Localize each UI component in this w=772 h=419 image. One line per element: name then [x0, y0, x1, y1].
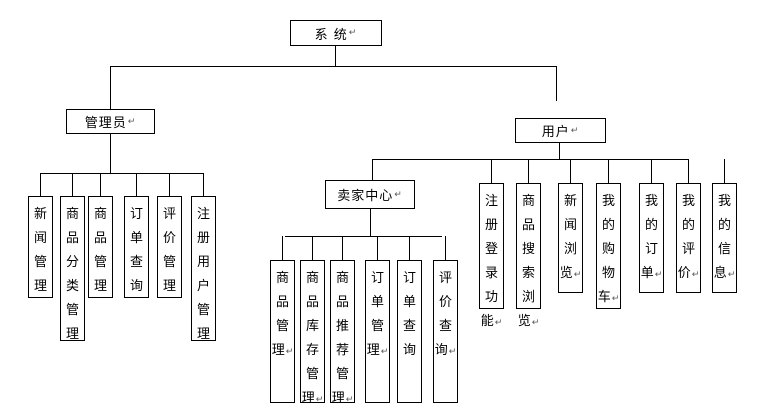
user-leaf-label: 商品搜索浏览↵ — [517, 194, 540, 329]
admin-leaf-node: 商品管理 — [88, 196, 113, 298]
user-leaf-node: 新闻浏览↵ — [558, 183, 583, 293]
seller-leaf-label: 商品管理↵ — [271, 271, 294, 358]
user-leaf-label: 我的订单↵ — [640, 194, 663, 281]
connector-line — [372, 159, 373, 180]
connector-line — [169, 173, 170, 196]
seller-leaf-label: 商品推荐管理↵ — [331, 271, 354, 406]
connector-line — [40, 173, 41, 196]
connector-line — [372, 159, 689, 160]
user-leaf-mark: ↵ — [494, 318, 503, 328]
admin-leaf-node: 商品分类管理 — [60, 196, 85, 342]
seller-leaf-mark: ↵ — [345, 395, 354, 405]
user-leaf-mark: ↵ — [654, 270, 663, 280]
seller-center-node: 卖家中心↵ — [325, 180, 415, 209]
admin-node: 管理员↵ — [66, 109, 155, 134]
user-leaf-node: 商品搜索浏览↵ — [516, 183, 541, 329]
user-leaf-label: 我的购物车↵ — [597, 194, 620, 305]
user-leaf-mark: ↵ — [531, 318, 540, 328]
admin-leaf-label: 新闻管理 — [33, 207, 47, 294]
connector-line — [556, 66, 557, 101]
seller-leaf-mark: ↵ — [285, 347, 294, 357]
connector-line — [285, 236, 442, 237]
user-leaf-label: 注册登录功能↵ — [480, 194, 503, 329]
user-leaf-mark: ↵ — [727, 270, 736, 280]
user-leaf-mark: ↵ — [573, 270, 582, 280]
connector-line — [342, 236, 343, 260]
connector-line — [724, 159, 725, 183]
seller-leaf-node: 商品推荐管理↵ — [330, 260, 355, 406]
connector-line — [72, 173, 73, 196]
connector-line — [651, 159, 652, 183]
user-node: 用户↵ — [515, 118, 606, 143]
connector-line — [110, 134, 111, 174]
connector-line — [203, 173, 204, 196]
connector-line — [282, 236, 283, 260]
connector-line — [377, 236, 378, 260]
connector-line — [688, 159, 689, 183]
connector-line — [335, 46, 336, 67]
connector-line — [312, 236, 313, 260]
admin-node-mark: ↵ — [127, 116, 137, 127]
connector-line — [491, 159, 492, 183]
connector-line — [409, 236, 410, 260]
connector-line — [570, 159, 571, 183]
user-leaf-node: 我的信息↵ — [712, 183, 737, 293]
user-leaf-mark: ↵ — [611, 294, 620, 304]
admin-leaf-label: 订单查询 — [129, 207, 143, 294]
connector-line — [608, 159, 609, 183]
connector-line — [41, 173, 203, 174]
admin-leaf-node: 注册用户管理 — [191, 196, 216, 342]
connector-line — [136, 173, 137, 196]
root-node-label: 系 统 — [314, 27, 348, 43]
user-leaf-node: 我的购物车↵ — [596, 183, 621, 309]
admin-leaf-node: 评价管理 — [157, 196, 182, 298]
root-node-mark: ↵ — [348, 28, 358, 38]
connector-line — [110, 66, 111, 109]
admin-leaf-label: 注册用户管理 — [196, 207, 210, 342]
connector-line — [445, 236, 446, 260]
seller-leaf-node: 订单管理↵ — [365, 260, 390, 403]
seller-leaf-mark: ↵ — [315, 395, 324, 405]
root-node: 系 统↵ — [290, 20, 382, 46]
seller-leaf-label: 评价查询↵ — [434, 271, 457, 358]
seller-leaf-node: 商品库存管理↵ — [300, 260, 325, 406]
seller-leaf-node: 商品管理↵ — [270, 260, 295, 403]
connector-line — [110, 66, 557, 67]
seller-leaf-mark: ↵ — [380, 347, 389, 357]
admin-leaf-node: 订单查询 — [124, 196, 149, 298]
admin-leaf-label: 商品管理 — [93, 207, 107, 294]
user-leaf-node: 注册登录功能↵ — [479, 183, 504, 329]
seller-leaf-node: 订单查询 — [397, 260, 422, 403]
seller-center-mark: ↵ — [394, 189, 403, 200]
user-node-label: 用户 — [541, 125, 570, 140]
admin-leaf-node: 新闻管理 — [28, 196, 53, 298]
user-leaf-label: 新闻浏览↵ — [559, 194, 582, 281]
admin-leaf-label: 评价管理 — [162, 207, 176, 294]
connector-line — [370, 209, 371, 236]
user-leaf-node: 我的订单↵ — [639, 183, 664, 293]
admin-node-label: 管理员 — [84, 116, 127, 131]
seller-leaf-mark: ↵ — [448, 347, 457, 357]
seller-leaf-label: 订单管理↵ — [366, 271, 389, 358]
seller-leaf-node: 评价查询↵ — [433, 260, 458, 403]
seller-leaf-label: 商品库存管理↵ — [301, 271, 324, 406]
connector-line — [528, 159, 529, 183]
connector-line — [559, 143, 560, 159]
user-leaf-mark: ↵ — [691, 270, 700, 280]
user-node-mark: ↵ — [570, 125, 580, 136]
seller-center-label: 卖家中心 — [337, 189, 394, 204]
connector-line — [100, 173, 101, 196]
user-leaf-label: 我的信息↵ — [713, 194, 736, 281]
seller-leaf-label: 订单查询 — [402, 271, 416, 358]
user-leaf-label: 我的评价↵ — [677, 194, 700, 281]
admin-leaf-label: 商品分类管理 — [65, 207, 79, 342]
user-leaf-node: 我的评价↵ — [676, 183, 701, 293]
